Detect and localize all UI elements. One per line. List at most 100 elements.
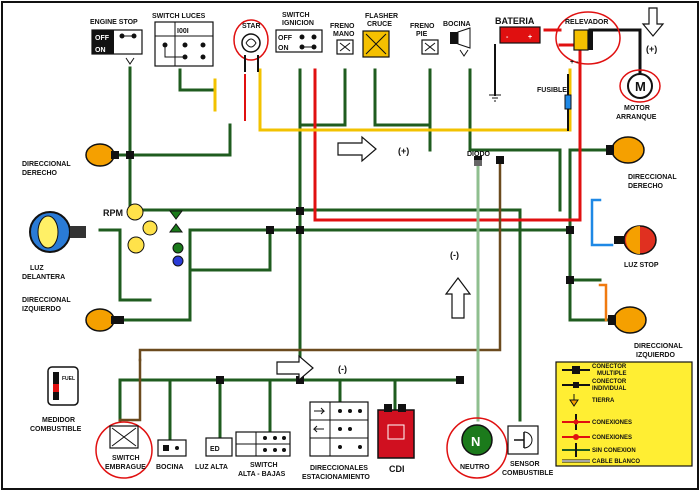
connector — [266, 226, 274, 234]
wire-dir-der-right — [568, 148, 612, 232]
engine-stop-switch: ENGINE STOP OFF ON — [90, 19, 143, 65]
dir-der-left-label-2: DERECHO — [22, 170, 58, 177]
freno-mano-switch: FRENO MANO — [330, 23, 355, 55]
minus-mid-label: (-) — [450, 250, 459, 260]
cdi: CDI — [377, 404, 415, 474]
star-button: STAR — [233, 19, 269, 72]
legend-item-2-label-1: CONECTOR — [592, 379, 627, 385]
wire-dir-der-left — [98, 123, 232, 157]
motor-arranque: M MOTOR ARRANQUE — [616, 69, 661, 121]
connector — [216, 376, 224, 384]
dir-izq-right-label-1: DIRECCIONAL — [634, 343, 683, 350]
plus-mid-label: (+) — [398, 146, 409, 156]
wire-motor — [588, 28, 642, 82]
legend-item-2-label-2: INDIVIDUAL — [592, 386, 627, 392]
connector — [116, 316, 124, 324]
legend-item-7-label: CABLE BLANCO — [592, 459, 640, 465]
svg-text:+ -: + - — [570, 59, 579, 66]
fusible: FUSIBLE — [537, 87, 572, 110]
dir-der-right-label-2: DERECHO — [628, 183, 664, 190]
switch-ign-label-1: SWITCH — [282, 12, 310, 19]
wire-freno-mano — [298, 68, 347, 127]
bateria: BATERIA - + — [489, 16, 541, 102]
freno-mano-label-2: MANO — [333, 31, 355, 38]
neutro-highlight — [446, 417, 508, 479]
flasher-cruce: FLASHER CRUCE — [362, 13, 398, 58]
switch-ignicion: SWITCH IGNICION OFF ON — [275, 12, 323, 53]
sensor-label-1: SENSOR — [510, 461, 540, 468]
direccionales-label-2: ESTACIONAMIENTO — [302, 474, 370, 481]
fusible-label: FUSIBLE — [537, 87, 567, 94]
wire-luces — [178, 68, 217, 92]
luz-delantera-label-2: DELANTERA — [22, 274, 65, 281]
bocina-top: BOCINA — [443, 21, 471, 57]
connector — [566, 226, 574, 234]
relevador-label: RELEVADOR — [565, 19, 608, 26]
engine-stop-label: ENGINE STOP — [90, 19, 138, 26]
connector — [566, 276, 574, 284]
freno-pie-label-1: FRENO — [410, 23, 435, 30]
wire-dir-izq-right — [568, 278, 612, 322]
light-symbol: I00I — [177, 28, 189, 35]
wire-bocina-top — [468, 68, 562, 212]
luz-stop-label: LUZ STOP — [624, 262, 659, 269]
freno-pie-switch: FRENO PIE — [410, 23, 439, 55]
svg-text:ED: ED — [210, 446, 220, 453]
embrague-highlight — [95, 421, 153, 479]
luz-stop: LUZ STOP — [614, 225, 659, 269]
arrow-right-plus: (+) — [337, 135, 409, 163]
wire-red-main — [313, 43, 582, 222]
luz-alta: ED LUZ ALTA — [195, 437, 233, 471]
medidor-combustible: FUEL MEDIDOR COMBUSTIBLE — [30, 366, 82, 433]
direccional-derecho-left: DIRECCIONAL DERECHO — [22, 143, 119, 177]
minus-low-label: (-) — [338, 364, 347, 374]
motor-highlight — [619, 69, 661, 103]
star-label: STAR — [242, 23, 261, 30]
switch-alta-label-2: ALTA - BAJAS — [238, 471, 286, 478]
wire-dir-izq-left — [98, 228, 572, 322]
legend-item-5-label: CONEXIONES — [592, 435, 632, 441]
wire-flasher — [373, 68, 432, 127]
switch-embrague: SWITCH EMBRAGUE — [95, 421, 153, 479]
sensor-combustible: SENSOR COMBUSTIBLE — [502, 425, 554, 477]
arrow-right-minus: (-) — [276, 354, 347, 382]
bateria-plus: + — [528, 34, 532, 41]
connector — [456, 376, 464, 384]
legend-item-1-label-2: MULTIPLE — [597, 371, 627, 377]
freno-mano-label-1: FRENO — [330, 23, 355, 30]
luz-delantera: LUZ DELANTERA — [22, 211, 86, 281]
luz-alta-label: LUZ ALTA — [195, 464, 228, 471]
switch-embrague-label-1: SWITCH — [112, 455, 140, 462]
switch-luces: SWITCH LUCES I00I — [152, 13, 214, 67]
switch-alta-bajas: SWITCH ALTA - BAJAS — [235, 431, 291, 478]
wire-brown — [138, 158, 502, 362]
plus-top-label: (+) — [646, 44, 657, 54]
switch-alta-label-1: SWITCH — [250, 462, 278, 469]
dir-izq-left-label-1: DIRECCIONAL — [22, 297, 71, 304]
arrow-down-top: (+) — [641, 7, 665, 54]
direccional-derecho-right: DIRECCIONAL DERECHO — [606, 136, 677, 190]
direccional-izquierdo-right: DIRECCIONAL IZQUIERDO — [608, 306, 683, 359]
neutro: N NEUTRO — [446, 417, 508, 479]
wire-brown-embrague — [118, 358, 142, 422]
legend-item-4-label: CONEXIONES — [592, 420, 632, 426]
connector — [496, 156, 504, 164]
connector — [296, 226, 304, 234]
ign-off-label: OFF — [278, 35, 293, 42]
motor-label-1: MOTOR — [624, 105, 650, 112]
bocina-bottom: BOCINA — [156, 439, 187, 471]
dir-der-right-label-1: DIRECCIONAL — [628, 174, 677, 181]
off-label: OFF — [95, 35, 110, 42]
direccional-izquierdo-left: DIRECCIONAL IZQUIERDO — [22, 297, 119, 332]
legend-item-1-label-1: CONECTOR — [592, 364, 627, 370]
connector — [296, 376, 304, 384]
bateria-label: BATERIA — [495, 16, 535, 26]
wire-yellow — [258, 68, 572, 132]
direccionales-estacionamiento: DIRECCIONALES ESTACIONAMIENTO — [302, 401, 370, 481]
luz-delantera-label-1: LUZ — [30, 265, 44, 272]
connector — [126, 151, 134, 159]
diodo: DIODO — [467, 151, 491, 166]
medidor-label-2: COMBUSTIBLE — [30, 426, 82, 433]
wire-rpm — [188, 228, 272, 272]
legend-item-6-label: SIN CONEXION — [592, 448, 636, 454]
